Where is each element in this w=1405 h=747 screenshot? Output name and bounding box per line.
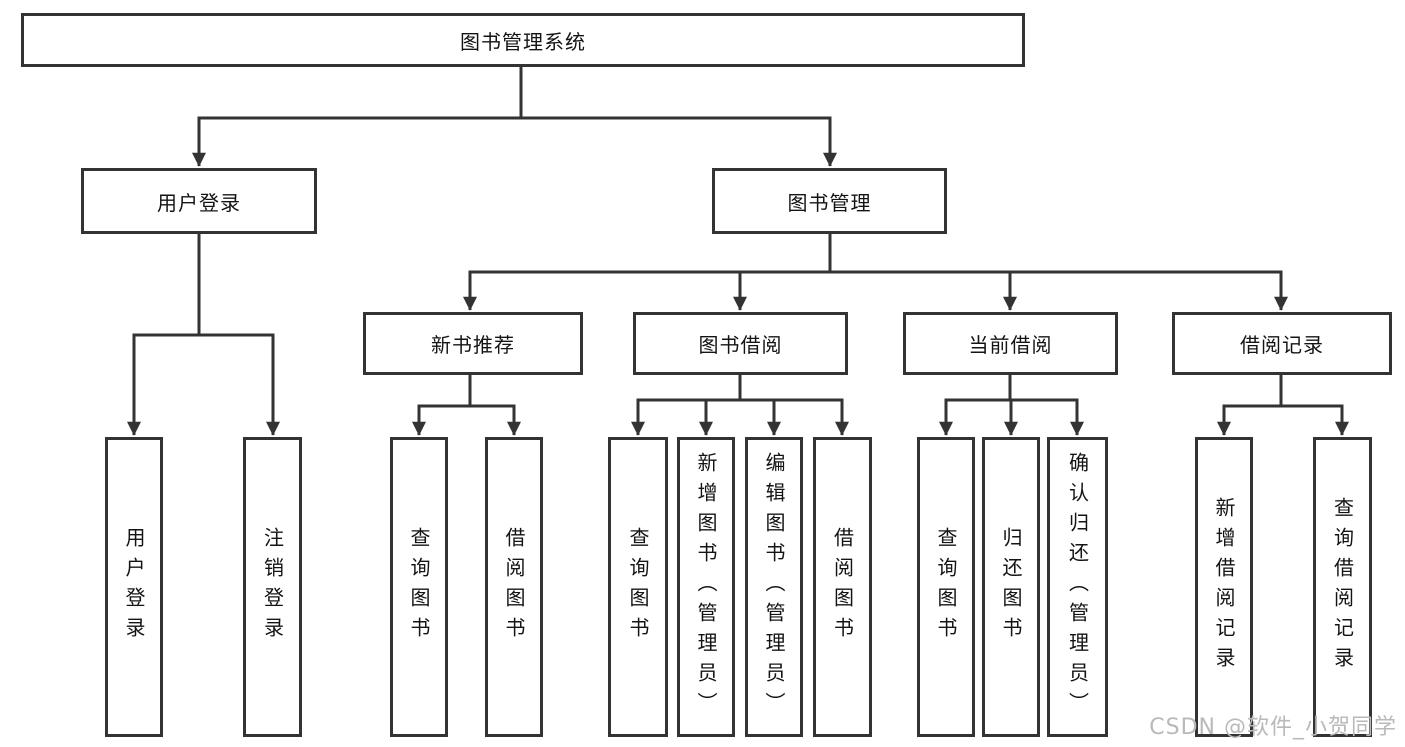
- leaf-label: 归还图书: [999, 527, 1023, 647]
- node-leaf-query-book-recommend: 查询图书: [390, 437, 448, 737]
- node-leaf-edit-book-admin: 编辑图书（管理员）: [745, 437, 803, 737]
- leaf-label: 借阅图书: [830, 527, 855, 647]
- node-leaf-query-book-borrowing: 查询图书: [608, 437, 668, 737]
- node-book-management: 图书管理: [712, 168, 947, 234]
- csdn-watermark: CSDN @软件_小贺同学: [1149, 715, 1397, 740]
- leaf-label: 新增图书（管理员）: [694, 452, 718, 722]
- node-leaf-query-book-current: 查询图书: [917, 437, 975, 737]
- node-leaf-confirm-return-admin: 确认归还（管理员）: [1047, 437, 1108, 737]
- leaf-label: 新增借阅记录: [1212, 497, 1236, 677]
- node-book-borrowing: 图书借阅: [633, 312, 848, 375]
- leaf-label: 用户登录: [122, 527, 146, 647]
- leaf-label: 查询借阅记录: [1330, 497, 1355, 677]
- node-leaf-borrow-book-borrowing: 借阅图书: [813, 437, 872, 737]
- node-leaf-add-book-admin: 新增图书（管理员）: [677, 437, 735, 737]
- leaf-label: 查询图书: [934, 527, 958, 647]
- node-current-borrowing: 当前借阅: [903, 312, 1118, 375]
- node-root-library-system: 图书管理系统: [21, 13, 1025, 67]
- leaf-label: 编辑图书（管理员）: [762, 452, 786, 722]
- node-user-login: 用户登录: [81, 168, 317, 234]
- node-new-book-recommend: 新书推荐: [363, 312, 583, 375]
- leaf-label: 借阅图书: [502, 527, 526, 647]
- node-leaf-user-login: 用户登录: [105, 437, 163, 737]
- node-leaf-query-borrow-record: 查询借阅记录: [1313, 437, 1372, 737]
- node-borrowing-records: 借阅记录: [1172, 312, 1392, 375]
- leaf-label: 注销登录: [260, 527, 285, 647]
- node-leaf-add-borrow-record: 新增借阅记录: [1195, 437, 1253, 737]
- node-leaf-return-book: 归还图书: [982, 437, 1040, 737]
- leaf-label: 查询图书: [626, 527, 650, 647]
- leaf-label: 确认归还（管理员）: [1065, 452, 1090, 722]
- node-leaf-borrow-book-recommend: 借阅图书: [485, 437, 543, 737]
- node-leaf-logout: 注销登录: [243, 437, 302, 737]
- leaf-label: 查询图书: [407, 527, 431, 647]
